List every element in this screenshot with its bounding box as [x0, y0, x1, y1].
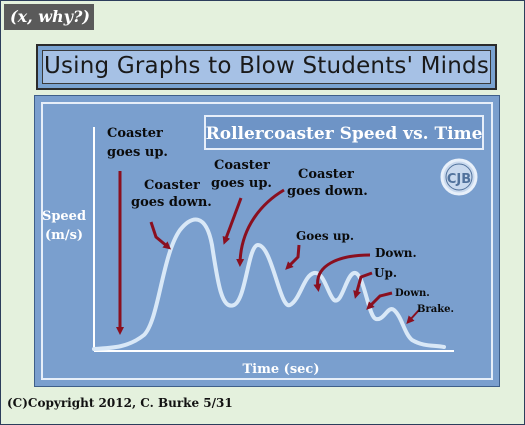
- corner-label: (x, why?): [4, 4, 94, 30]
- chart-title-box: [204, 115, 484, 150]
- arrow-up-3: [285, 244, 301, 270]
- y-axis-label-line2: (m/s): [45, 228, 83, 243]
- annotation-2-line2: goes down.: [131, 195, 212, 210]
- arrow-up-4: [353, 271, 373, 299]
- copyright-footer: (C)Copyright 2012, C. Burke 5/31: [7, 396, 233, 410]
- annotation-1-line1: Coaster: [107, 126, 163, 141]
- annotations: Coaster goes up. Coaster goes down. Coas…: [107, 126, 454, 315]
- annotation-3-line1: Coaster: [214, 158, 270, 173]
- annotation-2-line1: Coaster: [144, 178, 200, 193]
- arrow-down-3: [313, 253, 371, 292]
- chart-canvas: Rollercoaster Speed vs. Time CJB Speed (…: [42, 115, 484, 377]
- banner-title: Using Graphs to Blow Students' Minds: [43, 53, 490, 79]
- title-banner-inner: Using Graphs to Blow Students' Minds: [42, 50, 491, 84]
- x-axis-label: Time (sec): [243, 362, 320, 377]
- speed-curve: [92, 217, 446, 351]
- annotation-5: Goes up.: [296, 229, 354, 243]
- arrow-brake: [406, 309, 420, 324]
- arrow-down-1: [149, 221, 172, 250]
- title-banner: Using Graphs to Blow Students' Minds: [36, 44, 497, 90]
- arrow-down-2: [236, 188, 285, 267]
- arrow-up-2: [222, 197, 243, 245]
- chart-title: Rollercoaster Speed vs. Time: [206, 124, 483, 144]
- annotation-6: Down.: [375, 246, 417, 260]
- annotation-1-line2: goes up.: [107, 145, 168, 160]
- cjb-logo: CJB: [440, 158, 478, 196]
- annotation-4-line1: Coaster: [298, 167, 354, 182]
- annotation-4-line2: goes down.: [287, 184, 368, 199]
- chart-panel-border: [41, 102, 493, 380]
- annotation-8: Down.: [395, 288, 430, 299]
- logo-text: CJB: [447, 172, 471, 187]
- y-axis-label-line1: Speed: [42, 209, 86, 224]
- annotation-3-line2: goes up.: [211, 176, 272, 191]
- arrow-down-4: [366, 291, 393, 310]
- annotation-7: Up.: [374, 266, 397, 280]
- annotation-9: Brake.: [417, 304, 454, 315]
